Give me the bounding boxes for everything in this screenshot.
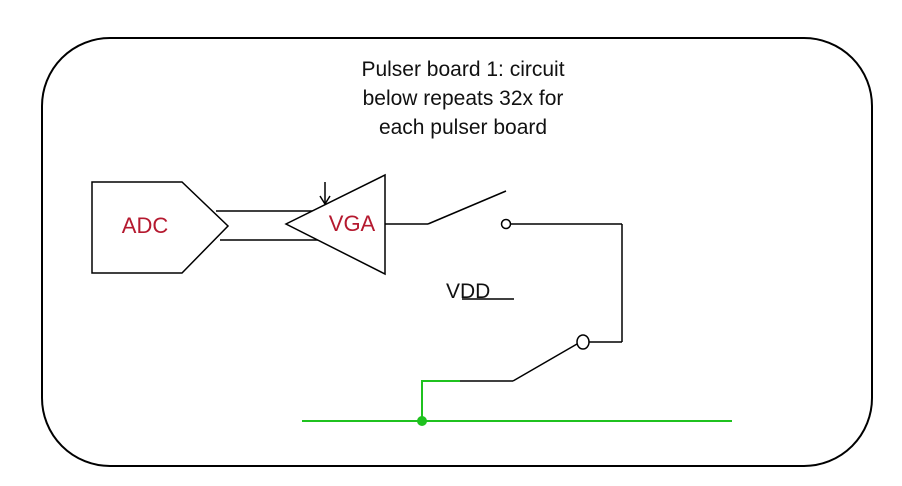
title-line-1: Pulser board 1: circuit bbox=[361, 58, 564, 81]
green-junction-dot bbox=[417, 416, 427, 426]
gain-control-arrowhead bbox=[319, 195, 331, 206]
vdd-label: VDD bbox=[446, 280, 490, 303]
adc-block bbox=[91, 181, 230, 274]
adc-label: ADC bbox=[122, 213, 169, 238]
board-frame bbox=[41, 37, 873, 467]
switch-2-blade bbox=[512, 343, 578, 382]
title-line-3: each pulser board bbox=[379, 116, 547, 139]
switch-1-blade bbox=[427, 190, 507, 225]
vga-label: VGA bbox=[329, 211, 376, 236]
title-line-2: below repeats 32x for bbox=[363, 87, 564, 110]
switch-2-contact bbox=[576, 334, 590, 350]
switch-1-contact bbox=[500, 218, 512, 230]
green-connection-wire bbox=[421, 380, 460, 421]
